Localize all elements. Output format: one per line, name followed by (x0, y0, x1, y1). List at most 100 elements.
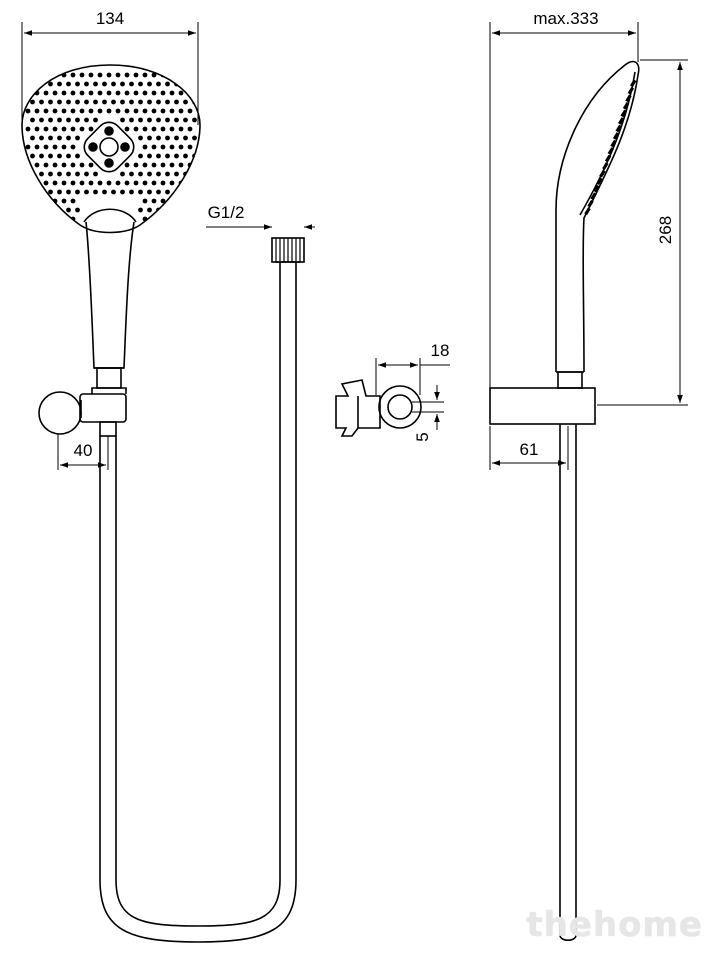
nozzle-dot (160, 180, 166, 186)
dim-slot-width: 18 (431, 341, 450, 360)
nozzle-dot (156, 117, 161, 123)
nozzle-dot (66, 207, 71, 213)
nozzle-dot (147, 207, 152, 213)
nozzle-dot (39, 99, 44, 105)
nozzle-dot (120, 189, 125, 195)
nozzle-dot (43, 198, 49, 204)
nozzle-dot (124, 72, 130, 78)
nozzle-dot (75, 99, 80, 105)
nozzle-dot (174, 171, 179, 177)
nozzle-dot (88, 90, 94, 96)
nozzle-dot (30, 99, 35, 105)
nozzle-dot (25, 126, 31, 132)
side-nozzle (622, 102, 630, 110)
nozzle-dot (187, 126, 193, 132)
nozzle-dot (70, 108, 76, 114)
nozzle-dot (129, 117, 134, 123)
side-nozzle (625, 94, 632, 103)
nozzle-dot (160, 216, 166, 222)
side-nozzle (620, 109, 627, 118)
nut-knurl (275, 238, 301, 262)
nozzle-dot (106, 72, 112, 78)
nozzle-dot (66, 117, 71, 123)
dim-head-height: 268 (656, 216, 675, 244)
nozzle-dot (52, 90, 58, 96)
center-nozzle (104, 126, 114, 136)
hose (99, 237, 305, 943)
nozzle-dot (138, 81, 143, 87)
holder-ring (378, 385, 422, 429)
nozzle-dot (43, 108, 49, 114)
nozzle-dot (120, 81, 125, 87)
nozzle-dot (169, 198, 175, 204)
nozzle-dot (160, 162, 166, 168)
nozzle-dot (75, 135, 80, 141)
nozzle-dot (57, 117, 62, 123)
nozzle-dot (61, 90, 67, 96)
nozzle-dot (156, 171, 161, 177)
nozzle-dot (151, 72, 157, 78)
dim-holder-depth: 61 (520, 440, 539, 459)
nozzle-dot (25, 108, 31, 114)
nozzle-dot (138, 171, 143, 177)
nozzle-dot (52, 144, 58, 150)
nozzle-dot (178, 126, 184, 132)
nozzle-dot (120, 117, 125, 123)
nozzle-dot (124, 108, 130, 114)
nozzle-dot (88, 180, 94, 186)
nozzle-dot (178, 162, 184, 168)
nozzle-dot (174, 207, 179, 213)
nozzle-dot (52, 108, 58, 114)
nozzle-dot (39, 171, 44, 177)
nozzle-dot (192, 189, 197, 195)
nozzle-dot (57, 153, 62, 159)
nozzle-dot (138, 207, 143, 213)
nozzle-dot (88, 162, 94, 168)
nozzle-dot (25, 90, 31, 96)
nozzle-dot (183, 207, 188, 213)
nozzle-dot (192, 135, 197, 141)
nozzle-dot (43, 144, 49, 150)
center-nozzle (99, 137, 119, 157)
side-nozzle (615, 124, 622, 133)
side-nozzle (612, 132, 620, 140)
nozzle-dot (75, 207, 80, 213)
nozzle-dot (142, 108, 148, 114)
nozzle-dot (25, 72, 31, 78)
nozzle-dot (75, 153, 80, 159)
side-nozzle (596, 177, 603, 185)
center-nozzle (88, 142, 98, 152)
nozzle-dot (187, 144, 193, 150)
nozzle-dot (187, 108, 193, 114)
nozzle-dot (66, 171, 71, 177)
nozzle-dot (30, 81, 35, 87)
nozzle-dot (160, 144, 166, 150)
nozzle-dot (156, 81, 161, 87)
handle-collar (96, 367, 122, 389)
nozzle-dot (169, 90, 175, 96)
nozzle-dot (84, 171, 89, 177)
nozzle-dot (133, 72, 139, 78)
nozzle-dot (25, 180, 31, 186)
nozzle-dot (57, 135, 62, 141)
center-nozzle (104, 158, 114, 168)
nozzle-dot (165, 153, 170, 159)
nozzle-dot (178, 72, 184, 78)
nozzle-dot (151, 216, 157, 222)
nozzle-dot (34, 90, 40, 96)
nozzle-dot (30, 135, 35, 141)
nozzle-dot (79, 162, 85, 168)
nozzle-dot (39, 207, 44, 213)
nozzle-dot (124, 180, 130, 186)
holder-bore (387, 394, 413, 420)
nozzle-dot (93, 189, 98, 195)
nozzle-dot (25, 198, 31, 204)
side-nozzle (604, 154, 612, 163)
nozzle-dot (61, 180, 67, 186)
nozzle-dot (111, 189, 116, 195)
nozzle-dot (61, 126, 67, 132)
nozzle-dot (97, 108, 103, 114)
nozzle-dot (48, 81, 53, 87)
nozzle-dot (124, 90, 130, 96)
nozzle-dot (97, 90, 103, 96)
